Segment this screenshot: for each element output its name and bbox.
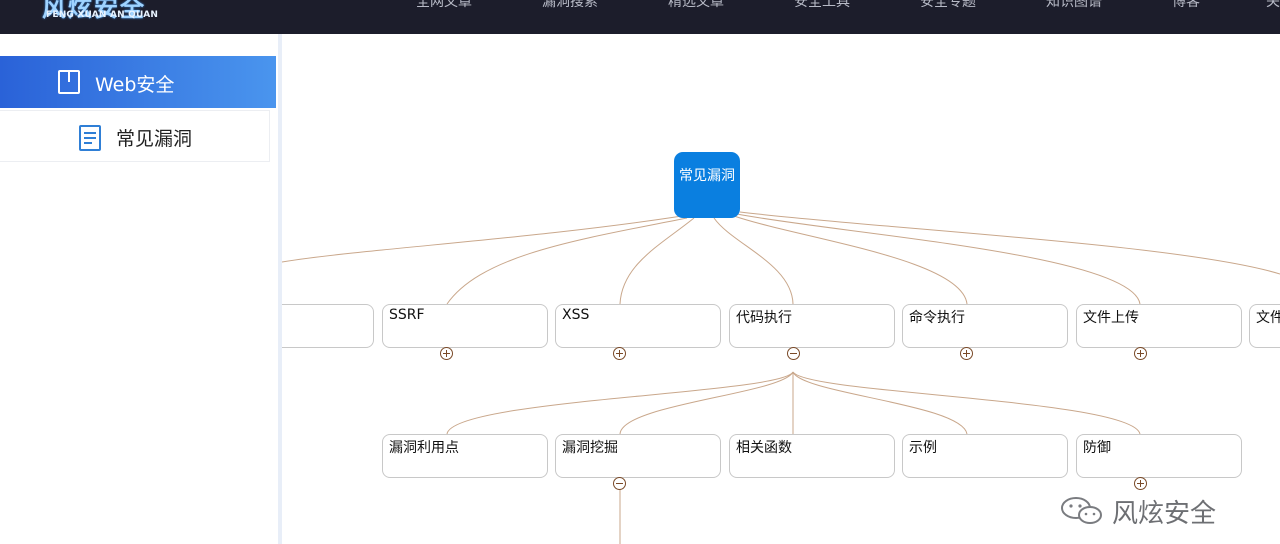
logo-subtitle: FENG XUAN AN QUAN <box>46 10 159 20</box>
sidebar-item-web-security[interactable]: Web安全 <box>0 56 276 108</box>
mindmap-node-code-exec[interactable]: 代码执行 <box>729 304 895 348</box>
mindmap-node-cmd-exec[interactable]: 命令执行 <box>902 304 1068 348</box>
mindmap-node-vuln-mining[interactable]: 漏洞挖掘 <box>555 434 721 478</box>
mindmap-node-xss[interactable]: XSS <box>555 304 721 348</box>
nav-item-tools[interactable]: 安全工具 <box>794 0 850 10</box>
node-label: 漏洞挖掘 <box>562 440 618 456</box>
nav-item-about[interactable]: 关 <box>1266 0 1280 10</box>
mindmap-node-file-upload[interactable]: 文件上传 <box>1076 304 1242 348</box>
expand-icon[interactable] <box>960 347 973 360</box>
node-label: 漏洞利用点 <box>389 440 459 456</box>
node-label: 文件上传 <box>1083 310 1139 326</box>
document-icon <box>79 125 101 151</box>
node-label: SSRF <box>389 307 425 323</box>
top-navigation-bar: 风炫安全 FENG XUAN AN QUAN 全网文章 漏洞搜索 精选文章 安全… <box>0 0 1280 34</box>
mindmap-node-file[interactable]: 文件 <box>1249 304 1280 348</box>
collapse-icon[interactable] <box>787 347 800 360</box>
expand-icon[interactable] <box>1134 347 1147 360</box>
nav-item-knowledge-graph[interactable]: 知识图谱 <box>1046 0 1102 10</box>
wechat-icon <box>1061 497 1102 524</box>
nav-item-vuln-search[interactable]: 漏洞搜索 <box>542 0 598 10</box>
nav-item-featured[interactable]: 精选文章 <box>668 0 724 10</box>
mindmap-node[interactable] <box>282 304 374 348</box>
node-label: 示例 <box>909 440 937 456</box>
expand-icon[interactable] <box>613 347 626 360</box>
mindmap-root-node[interactable]: 常见漏洞 <box>674 152 740 218</box>
nav-item-blog[interactable]: 博客 <box>1172 0 1200 10</box>
mindmap-node-ssrf[interactable]: SSRF <box>382 304 548 348</box>
node-label: 命令执行 <box>909 310 965 326</box>
mindmap-node-functions[interactable]: 相关函数 <box>729 434 895 478</box>
wechat-watermark: 风炫安全 <box>1060 490 1250 534</box>
site-logo[interactable]: 风炫安全 FENG XUAN AN QUAN <box>42 0 162 32</box>
node-label: 防御 <box>1083 440 1111 456</box>
node-label: XSS <box>562 307 590 323</box>
nav-item-topics[interactable]: 安全专题 <box>920 0 976 10</box>
node-label: 文件 <box>1256 310 1280 326</box>
logo-title: 风炫安全 <box>42 0 146 22</box>
mindmap-canvas[interactable]: 常见漏洞 SSRF XSS 代码执行 命令执行 文件上传 文件 漏洞利用点 漏洞… <box>282 34 1280 544</box>
expand-icon[interactable] <box>440 347 453 360</box>
mindmap-node-examples[interactable]: 示例 <box>902 434 1068 478</box>
sidebar-item-label: 常见漏洞 <box>116 128 193 150</box>
collapse-icon[interactable] <box>613 477 626 490</box>
book-icon <box>58 70 80 94</box>
node-label: 相关函数 <box>736 440 792 456</box>
mindmap-connectors <box>282 211 1280 544</box>
nav-item-all-articles[interactable]: 全网文章 <box>416 0 472 10</box>
mindmap-node-exploit-points[interactable]: 漏洞利用点 <box>382 434 548 478</box>
sidebar: Web安全 常见漏洞 <box>0 34 282 544</box>
node-label: 代码执行 <box>736 310 792 326</box>
expand-icon[interactable] <box>1134 477 1147 490</box>
mindmap-node-defense[interactable]: 防御 <box>1076 434 1242 478</box>
sidebar-item-label: Web安全 <box>95 74 175 96</box>
sidebar-item-common-vulns[interactable]: 常见漏洞 <box>0 110 270 162</box>
watermark-text: 风炫安全 <box>1112 499 1217 529</box>
